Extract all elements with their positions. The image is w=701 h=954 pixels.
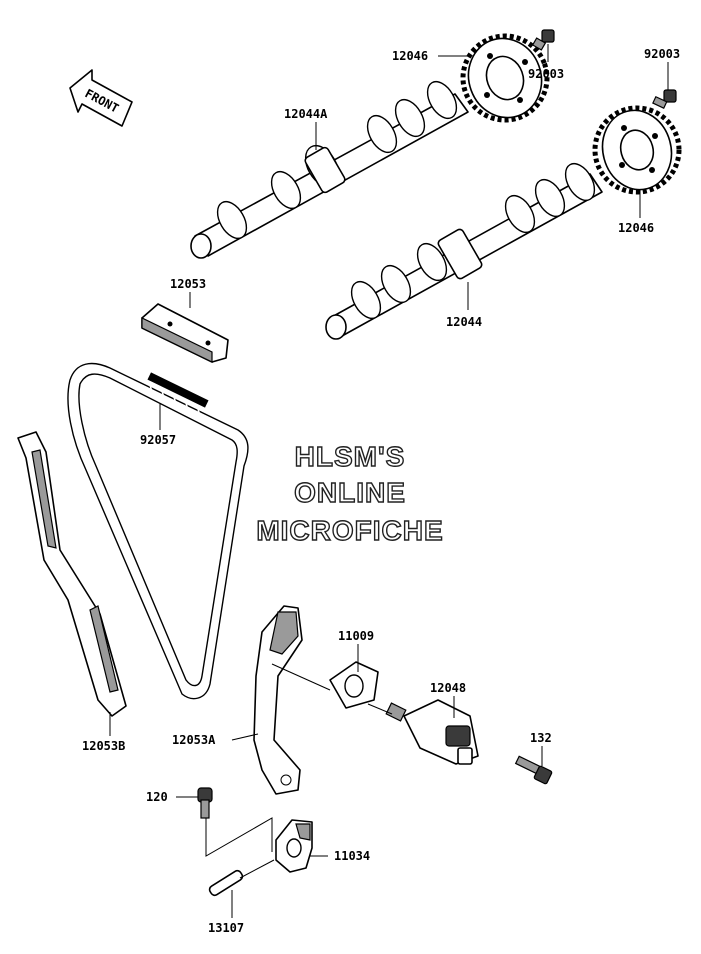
label-cam-chain: 92057 bbox=[140, 433, 176, 447]
cam-chain bbox=[67, 362, 249, 700]
chain-guide-rear bbox=[253, 605, 303, 795]
label-chain-guide-front: 12053B bbox=[82, 739, 125, 753]
label-chain-guide-rear: 12053A bbox=[172, 733, 216, 747]
camshaft-sprocket-right bbox=[592, 105, 682, 195]
watermark-line-1: HLSM'S bbox=[295, 441, 406, 472]
label-bracket: 11034 bbox=[334, 849, 370, 863]
chain-tensioner bbox=[385, 699, 479, 765]
chain-guide-top bbox=[141, 303, 229, 363]
label-bolt-upper: 92003 bbox=[528, 67, 564, 81]
label-gasket: 11009 bbox=[338, 629, 374, 643]
camshaft-12044a bbox=[190, 80, 469, 259]
watermark-line-3: MICROFICHE bbox=[256, 515, 443, 546]
front-arrow-icon: FRONT bbox=[69, 69, 133, 127]
label-bolt-right: 92003 bbox=[644, 47, 680, 61]
camshaft-12044 bbox=[325, 162, 603, 340]
label-pin: 13107 bbox=[208, 921, 244, 935]
label-camshaft-12044: 12044 bbox=[446, 315, 482, 329]
camshaft-sprocket-upper bbox=[460, 33, 550, 123]
label-chain-guide-top: 12053 bbox=[170, 277, 206, 291]
label-tensioner-bolt: 132 bbox=[530, 731, 552, 745]
leader-lines bbox=[109, 44, 669, 918]
label-sprocket-upper: 12046 bbox=[392, 49, 428, 63]
tensioner-bolt bbox=[514, 755, 553, 785]
dowel-pin bbox=[208, 869, 244, 897]
label-tensioner: 12048 bbox=[430, 681, 466, 695]
label-camshaft-12044a: 12044A bbox=[284, 107, 328, 121]
label-sprocket-right: 12046 bbox=[618, 221, 654, 235]
watermark-line-2: ONLINE bbox=[294, 477, 406, 508]
chain-guide-front bbox=[17, 431, 127, 717]
sprocket-bolt-right bbox=[652, 89, 677, 109]
sprocket-bolt-upper bbox=[531, 29, 555, 51]
small-bolt bbox=[197, 787, 213, 819]
tensioner-gasket bbox=[329, 661, 379, 709]
label-small-bolt: 120 bbox=[146, 790, 168, 804]
guide-bracket bbox=[275, 819, 313, 873]
